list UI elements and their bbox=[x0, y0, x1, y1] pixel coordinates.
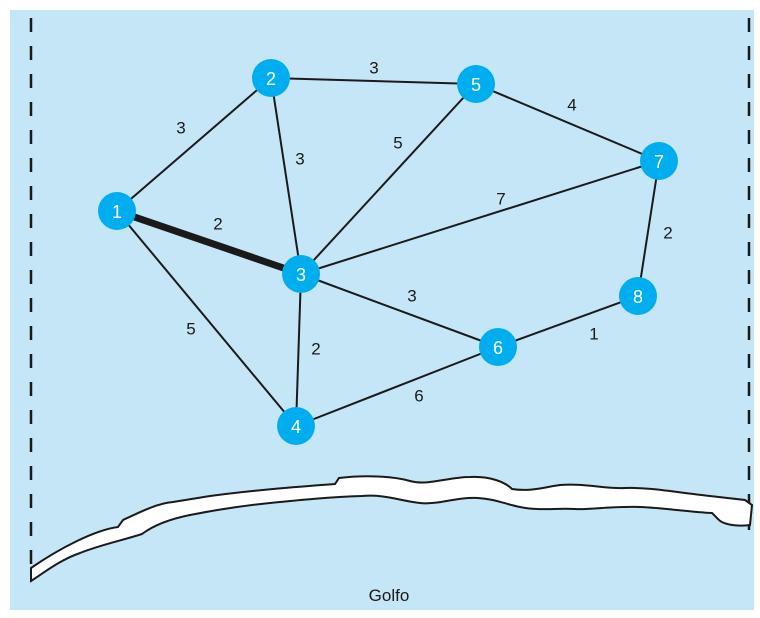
node-label: 4 bbox=[291, 417, 301, 437]
node-8: 8 bbox=[619, 277, 657, 315]
edge-3-4 bbox=[295, 273, 302, 427]
edge-2-3 bbox=[270, 77, 302, 275]
node-circle bbox=[252, 59, 290, 97]
edge-3-7 bbox=[300, 160, 660, 275]
node-label: 1 bbox=[112, 202, 122, 222]
edge-weight-label: 3 bbox=[407, 287, 416, 306]
node-circle bbox=[282, 255, 320, 293]
edge-weight-label: 1 bbox=[589, 325, 598, 344]
edge-weight-label: 4 bbox=[567, 96, 576, 115]
edge-weight-label: 2 bbox=[311, 340, 320, 359]
node-3: 3 bbox=[282, 255, 320, 293]
node-5: 5 bbox=[457, 65, 495, 103]
node-circle bbox=[619, 277, 657, 315]
edge-7-8 bbox=[637, 160, 660, 297]
edge-1-4 bbox=[116, 210, 297, 427]
node-label: 3 bbox=[296, 265, 306, 285]
edge-weight-label: 6 bbox=[414, 387, 423, 406]
edge-weight-label: 7 bbox=[496, 190, 505, 209]
node-7: 7 bbox=[640, 142, 678, 180]
edge-weight-label: 2 bbox=[213, 215, 222, 234]
nodes-layer: 1 2 3 4 5 6 7 8 bbox=[98, 59, 678, 445]
node-2: 2 bbox=[252, 59, 290, 97]
edge-weight-label: 3 bbox=[176, 119, 185, 138]
node-label: 6 bbox=[493, 338, 503, 358]
edge-weight-label: 5 bbox=[186, 320, 195, 339]
edge-3-6 bbox=[300, 273, 499, 348]
edge-labels-layer: 3 2 5 3 3 5 7 2 3 6 4 1 2 bbox=[176, 59, 672, 406]
node-circle bbox=[457, 65, 495, 103]
node-label: 2 bbox=[266, 69, 276, 89]
node-6: 6 bbox=[479, 328, 517, 366]
node-1: 1 bbox=[98, 192, 136, 230]
node-label: 7 bbox=[654, 152, 664, 172]
edge-1-2 bbox=[116, 77, 272, 212]
node-circle bbox=[479, 328, 517, 366]
node-label: 8 bbox=[633, 287, 643, 307]
edge-1-3 bbox=[115, 207, 303, 278]
coastline-shape bbox=[30, 475, 754, 583]
edge-3-5 bbox=[300, 83, 477, 275]
edges-layer bbox=[115, 77, 660, 427]
node-label: 5 bbox=[471, 75, 481, 95]
edge-4-6 bbox=[295, 346, 499, 427]
node-circle bbox=[640, 142, 678, 180]
node-4: 4 bbox=[277, 407, 315, 445]
edge-6-8 bbox=[497, 295, 639, 348]
edge-2-5 bbox=[270, 77, 477, 85]
node-circle bbox=[98, 192, 136, 230]
edge-5-7 bbox=[475, 83, 660, 162]
edge-weight-label: 5 bbox=[393, 134, 402, 153]
gulf-caption: Golfo bbox=[369, 586, 410, 605]
node-circle bbox=[277, 407, 315, 445]
edge-weight-label: 2 bbox=[663, 224, 672, 243]
edge-weight-label: 3 bbox=[295, 150, 304, 169]
edge-weight-label: 3 bbox=[369, 59, 378, 78]
